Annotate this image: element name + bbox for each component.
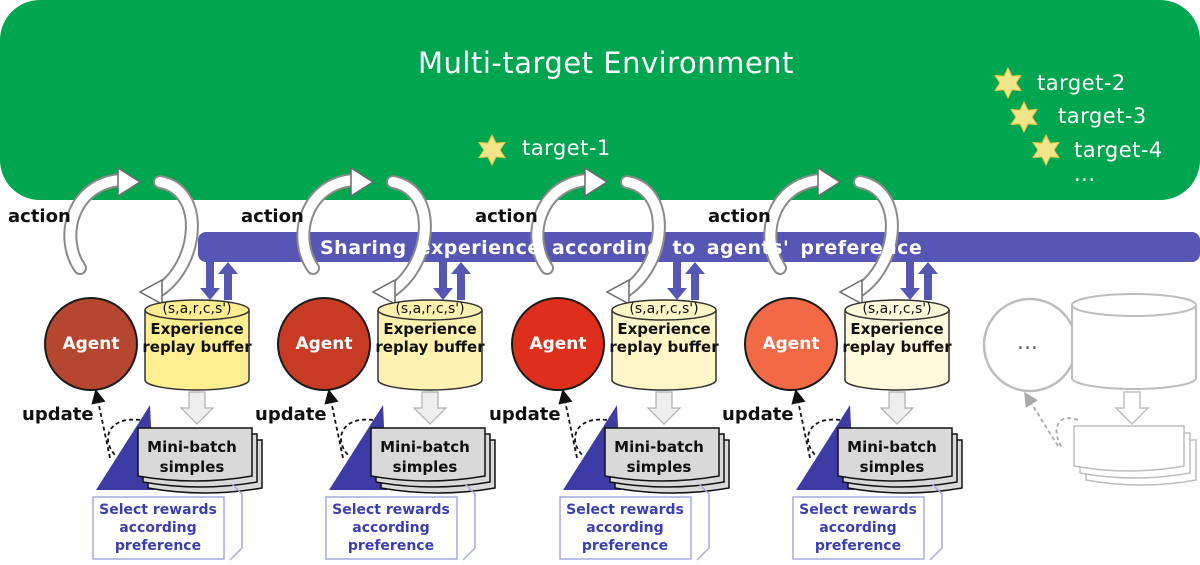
target-2-star-icon bbox=[994, 66, 1022, 100]
update-arrow bbox=[558, 388, 578, 459]
agent-unit-4 bbox=[744, 166, 963, 561]
agent-unit-3 bbox=[511, 166, 730, 561]
sample-arrow-icon bbox=[646, 391, 682, 425]
agent-label: Agent bbox=[295, 334, 353, 354]
update-label: update bbox=[255, 404, 327, 425]
action-arrow-icon bbox=[117, 166, 142, 198]
update-arrow bbox=[91, 388, 111, 459]
select-rewards-box bbox=[325, 496, 458, 560]
sharing-bar-label: Sharing experience according to agents' … bbox=[320, 237, 923, 259]
experience-tuple: (s,a,r,c,s') bbox=[862, 301, 932, 317]
extra-unit-ellipsis: ... bbox=[1017, 330, 1038, 355]
buffer-label: Experience replay buffer bbox=[609, 320, 719, 356]
minibatch-page-3 bbox=[837, 427, 953, 482]
agent-label: Agent bbox=[62, 334, 120, 354]
minibatch-page-3 bbox=[370, 427, 486, 482]
target-2-label: target-2 bbox=[1037, 71, 1126, 95]
extra-update-arrow bbox=[1024, 391, 1059, 447]
action-label: action bbox=[708, 206, 771, 227]
experience-buffer-cylinder bbox=[844, 310, 950, 391]
experience-tuple: (s,a,r,c,s') bbox=[395, 301, 465, 317]
select-rewards-label: Select rewards according preference bbox=[566, 502, 684, 554]
observation-arrow-icon bbox=[138, 278, 163, 306]
minibatch-label: Mini-batch simples bbox=[380, 438, 470, 476]
experience-buffer-cylinder bbox=[611, 310, 717, 391]
extra-sample-arrow-icon bbox=[1114, 391, 1150, 426]
share-up-arrow-icon bbox=[918, 262, 938, 274]
experience-buffer-cylinder bbox=[377, 310, 483, 391]
minibatch-page-3 bbox=[137, 427, 253, 482]
select-rewards-label: Select rewards according preference bbox=[332, 502, 450, 554]
buffer-label: Experience replay buffer bbox=[842, 320, 952, 356]
agent-unit-2 bbox=[277, 166, 496, 561]
target-1-label: target-1 bbox=[522, 136, 611, 160]
buffer-label: Experience replay buffer bbox=[375, 320, 485, 356]
target-ellipsis: ... bbox=[1074, 162, 1096, 186]
sharing-bar bbox=[198, 232, 1200, 262]
target-1-star-icon bbox=[478, 133, 506, 167]
target-4-star-icon bbox=[1032, 133, 1060, 167]
agent-circle bbox=[44, 297, 138, 391]
share-down-arrow-icon bbox=[433, 288, 453, 300]
share-up-arrow-icon bbox=[451, 262, 471, 274]
observation-arrow-icon bbox=[371, 278, 396, 306]
agent-label: Agent bbox=[529, 334, 587, 354]
experience-tuple: (s,a,r,c,s') bbox=[162, 301, 232, 317]
sample-arrow-icon bbox=[179, 391, 215, 425]
action-arrow-icon bbox=[584, 166, 609, 198]
update-label: update bbox=[722, 404, 794, 425]
action-label: action bbox=[241, 206, 304, 227]
share-up-arrow-icon bbox=[685, 262, 705, 274]
observation-arrow-icon bbox=[605, 278, 630, 306]
experience-buffer-cylinder bbox=[144, 310, 250, 391]
update-label: update bbox=[22, 404, 94, 425]
agent-circle bbox=[511, 297, 605, 391]
select-rewards-box bbox=[559, 496, 692, 560]
action-arrow-icon bbox=[350, 166, 375, 198]
target-4-label: target-4 bbox=[1074, 138, 1163, 162]
update-arrow bbox=[324, 388, 344, 459]
extra-buffer-cylinder bbox=[1071, 305, 1197, 390]
minibatch-label: Mini-batch simples bbox=[847, 438, 937, 476]
agent-unit-1 bbox=[44, 166, 263, 561]
action-label: action bbox=[8, 206, 71, 227]
action-label: action bbox=[475, 206, 538, 227]
target-3-label: target-3 bbox=[1058, 104, 1147, 128]
agent-circle bbox=[277, 297, 371, 391]
share-down-arrow-icon bbox=[200, 288, 220, 300]
action-arrow-icon bbox=[817, 166, 842, 198]
share-up-arrow-icon bbox=[218, 262, 238, 274]
agent-label: Agent bbox=[762, 334, 820, 354]
select-rewards-box bbox=[92, 496, 225, 560]
sample-arrow-icon bbox=[879, 391, 915, 425]
select-rewards-label: Select rewards according preference bbox=[799, 502, 917, 554]
update-arrow bbox=[791, 388, 811, 459]
buffer-label: Experience replay buffer bbox=[142, 320, 252, 356]
sample-arrow-icon bbox=[412, 391, 448, 425]
experience-tuple: (s,a,r,c,s') bbox=[629, 301, 699, 317]
minibatch-page-3 bbox=[604, 427, 720, 482]
observation-arrow-icon bbox=[838, 278, 863, 306]
share-down-arrow-icon bbox=[667, 288, 687, 300]
share-down-arrow-icon bbox=[900, 288, 920, 300]
target-3-star-icon bbox=[1010, 100, 1038, 134]
update-label: update bbox=[489, 404, 561, 425]
select-rewards-label: Select rewards according preference bbox=[99, 502, 217, 554]
minibatch-label: Mini-batch simples bbox=[614, 438, 704, 476]
environment-title: Multi-target Environment bbox=[418, 46, 794, 80]
minibatch-label: Mini-batch simples bbox=[147, 438, 237, 476]
select-rewards-box bbox=[792, 496, 925, 560]
agent-circle bbox=[744, 297, 838, 391]
environment-box bbox=[0, 0, 1200, 200]
